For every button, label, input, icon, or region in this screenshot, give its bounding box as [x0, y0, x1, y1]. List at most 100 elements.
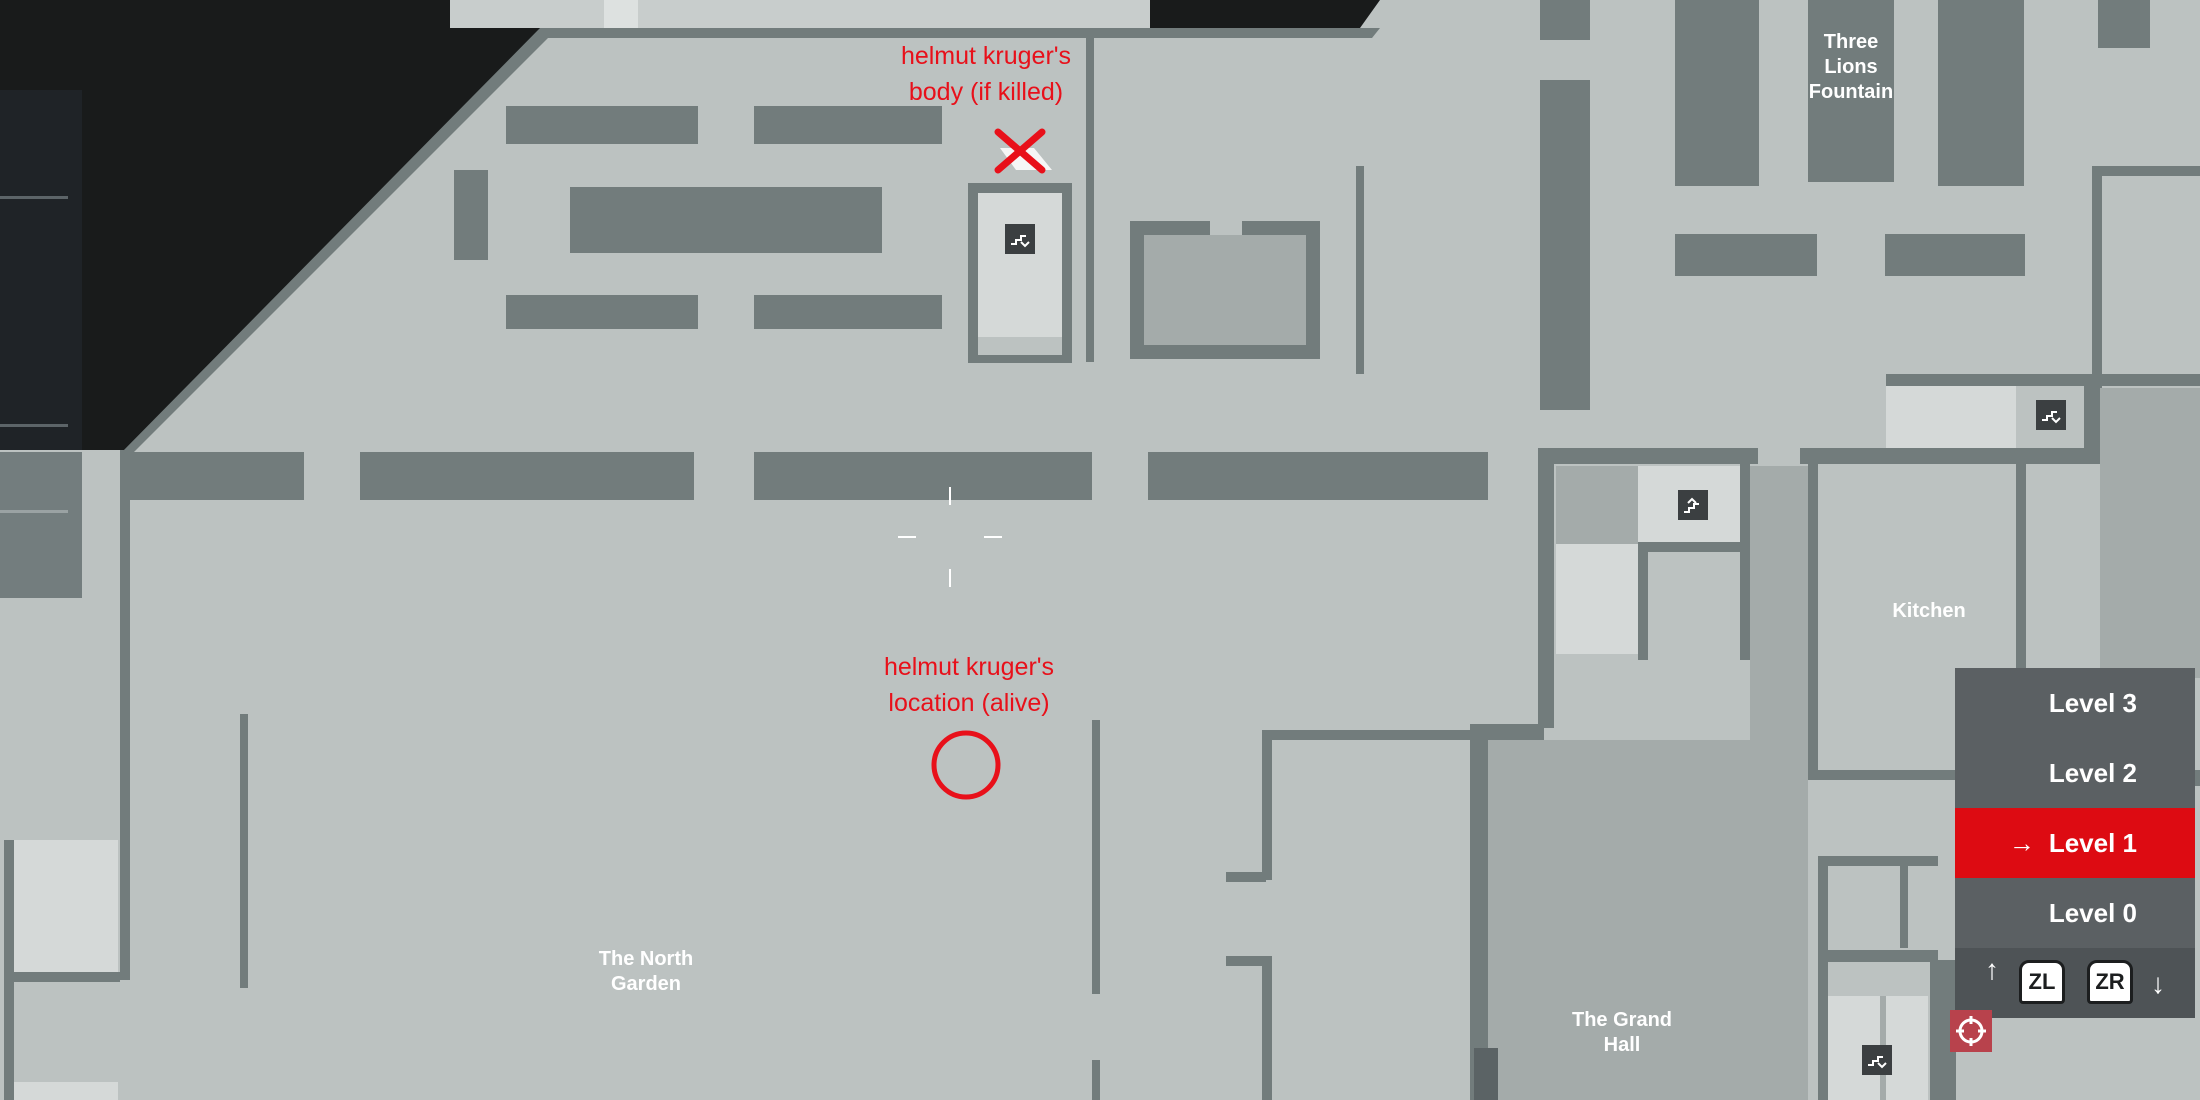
wall: [1818, 856, 1938, 866]
left-dark-panel: [0, 90, 82, 450]
wall: [1262, 730, 1272, 880]
left-dark-line: [0, 196, 68, 199]
wall: [240, 714, 248, 988]
left-grey-block: [0, 452, 82, 598]
shelf: [1675, 234, 1817, 276]
square-room-gap: [1210, 221, 1242, 235]
room-label-three-lions-fountain: Three Lions Fountain: [1808, 31, 1894, 103]
room: [14, 840, 118, 972]
wall: [1262, 1060, 1272, 1100]
column: [1938, 0, 2024, 186]
corridor: [1750, 466, 1808, 1100]
wall: [1470, 724, 1488, 1100]
stairs-down-icon[interactable]: [1005, 224, 1035, 254]
zr-button[interactable]: ZR: [2087, 960, 2133, 1004]
room: [1556, 544, 1638, 654]
left-vertical-wall: [120, 450, 130, 980]
wall: [1900, 856, 1908, 948]
left-dark-line: [0, 424, 68, 427]
column: [1675, 0, 1759, 186]
level-label: Level 2: [2048, 757, 2137, 788]
wall: [1808, 770, 1958, 780]
stair-room: [1886, 386, 2016, 448]
level-1-button[interactable]: → Level 1: [1955, 808, 2195, 878]
wall: [130, 452, 304, 500]
wall: [1886, 374, 2200, 386]
top-strip: [450, 0, 1150, 28]
room-label-grand-hall: The Grand Hall: [1571, 1009, 1673, 1056]
arrow-up-icon: ↑: [1985, 954, 1999, 985]
stairs-up-icon[interactable]: [1678, 490, 1708, 520]
wall: [1092, 720, 1100, 994]
diagonal-wall: [120, 28, 1380, 454]
level-label: Level 0: [2048, 897, 2137, 928]
wall: [1828, 950, 1938, 962]
wall: [1474, 1048, 1498, 1100]
wall: [1356, 166, 1364, 374]
annotation-body-text: helmut kruger's body (if killed): [900, 42, 1072, 106]
wall: [1262, 956, 1272, 1100]
wall: [1086, 38, 1094, 362]
grand-hall-floor: [1484, 740, 1750, 1100]
wall: [1538, 448, 1554, 728]
wall: [1226, 956, 1266, 966]
level-controls: ↑ ZL ZR ↓: [1955, 948, 2195, 1018]
wall: [1740, 460, 1750, 660]
level-0-button[interactable]: Level 0: [1955, 878, 2195, 948]
column: [2098, 0, 2150, 48]
level-3-button[interactable]: Level 3: [1955, 668, 2195, 738]
wall: [2016, 464, 2026, 670]
wall: [4, 840, 14, 1100]
wall: [1638, 542, 1648, 660]
wall: [1226, 872, 1266, 882]
column: [1540, 80, 1590, 410]
column: [1808, 0, 1894, 182]
wall: [2092, 166, 2102, 388]
shelf: [754, 106, 942, 144]
shelf: [454, 170, 488, 260]
arrow-down-icon: ↓: [2151, 968, 2165, 999]
room: [14, 1082, 118, 1100]
room-label-kitchen: Kitchen: [1892, 600, 1966, 622]
wall: [754, 452, 1092, 500]
shelf: [570, 187, 882, 253]
crosshair-icon: [898, 487, 1002, 587]
wall: [360, 452, 694, 500]
wall: [1538, 448, 1758, 464]
wall: [1818, 856, 1828, 1100]
square-room: [1144, 235, 1306, 345]
wall: [1148, 452, 1488, 500]
zl-button[interactable]: ZL: [2019, 960, 2065, 1004]
room: [2100, 388, 2200, 678]
wall: [1262, 730, 1472, 740]
annotation-alive-text: helmut kruger's location (alive): [883, 653, 1055, 717]
wall: [1800, 448, 2086, 464]
wall: [1638, 542, 1746, 552]
stairs-down-icon[interactable]: [1862, 1045, 1892, 1075]
left-dark-line: [0, 510, 68, 513]
stair-room: [978, 193, 1062, 337]
shelf: [506, 106, 698, 144]
locate-button[interactable]: [1950, 1010, 1992, 1052]
locate-icon: [1956, 1016, 1986, 1046]
wall: [4, 972, 120, 982]
shelf: [1885, 234, 2025, 276]
wall: [1092, 1060, 1100, 1100]
wall: [2084, 386, 2100, 464]
level-label: Level 3: [2048, 687, 2137, 718]
shelf: [506, 295, 698, 329]
column: [1540, 0, 1590, 40]
shelf: [754, 295, 942, 329]
top-strip-notch: [604, 0, 638, 28]
wall: [1484, 724, 1544, 740]
room-label-north-garden: The North Garden: [598, 948, 694, 995]
outside-area: [0, 0, 1380, 450]
wall: [1808, 464, 1818, 774]
level-2-button[interactable]: Level 2: [1955, 738, 2195, 808]
circle-marker-icon: [931, 730, 1001, 800]
arrow-right-icon: →: [2008, 827, 2035, 858]
stair-room-lower: [978, 337, 1062, 355]
x-mark-icon: [994, 128, 1052, 174]
stairs-down-icon[interactable]: [2036, 400, 2066, 430]
